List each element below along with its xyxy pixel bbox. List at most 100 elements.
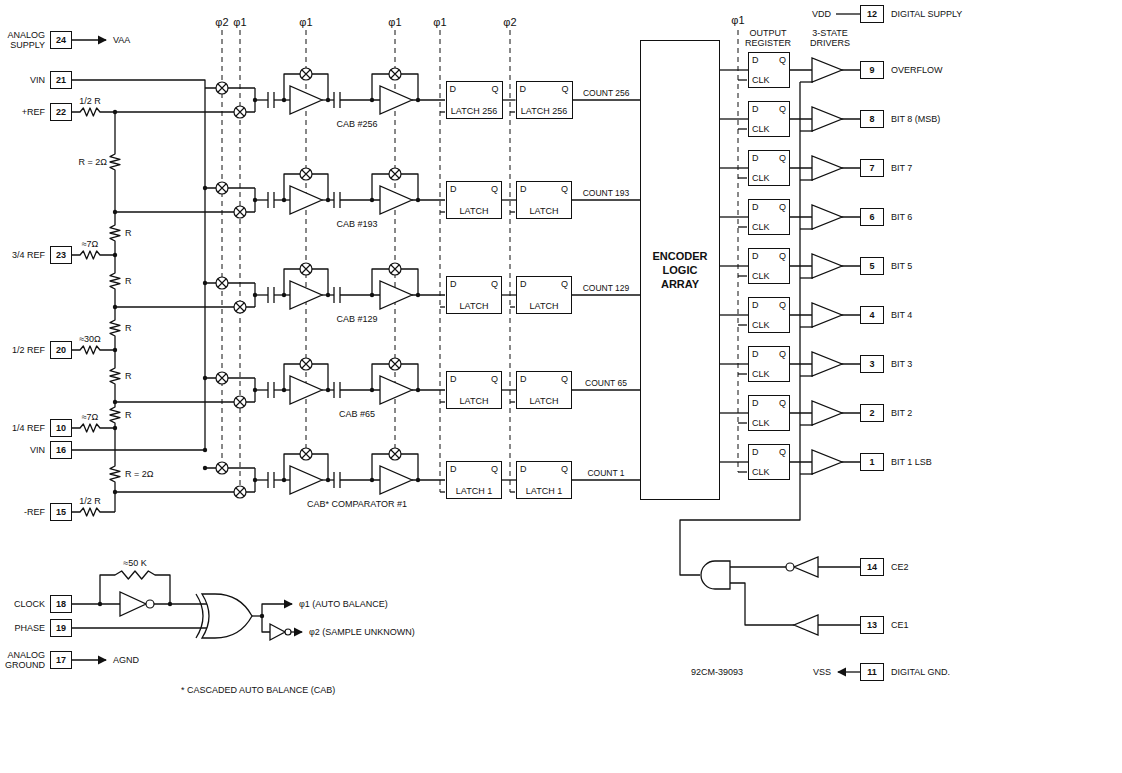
clock-stub <box>440 306 445 307</box>
register-label: Q <box>779 251 786 261</box>
latch-box: DQLATCH 1 <box>446 461 502 499</box>
signal-label: PHASE <box>13 623 46 633</box>
pin-number: 17 <box>56 655 66 665</box>
clock-stub <box>738 373 747 374</box>
clock-stub <box>510 211 515 212</box>
comparator-output <box>412 389 445 390</box>
enable-stub <box>800 228 813 229</box>
switch-symbol <box>234 396 246 408</box>
pin-box: 8 <box>860 110 884 128</box>
register-label: CLK <box>752 369 770 379</box>
signal-label: BIT 5 <box>890 261 913 271</box>
pin-box: 7 <box>860 159 884 177</box>
switch-symbol <box>216 82 228 94</box>
amplifier-triangle <box>290 186 322 214</box>
signal-wire <box>720 216 748 217</box>
signal-label: -REF <box>23 507 46 517</box>
switch-symbol <box>300 263 312 275</box>
register-box: DQCLK <box>748 395 790 431</box>
pin-box: 16 <box>50 441 72 459</box>
signal-label: DIGITAL GND. <box>890 667 951 677</box>
buffer-triangle <box>794 615 818 635</box>
signal-label: BIT 3 <box>890 359 913 369</box>
pin-number: 22 <box>56 107 66 117</box>
signal-wire <box>502 294 516 295</box>
signal-wire <box>573 99 641 100</box>
register-label: CLK <box>752 124 770 134</box>
clock-stub <box>738 471 747 472</box>
ladder-wire <box>114 492 115 512</box>
junction-dot <box>253 478 257 482</box>
junction-dot <box>326 98 330 102</box>
signal-label: CAB #193 <box>335 219 378 229</box>
pin-box: 20 <box>50 341 72 359</box>
signal-label: VIN <box>29 75 46 85</box>
supply-wire <box>836 13 860 14</box>
signal-label: CAB #256 <box>335 119 378 129</box>
latch-box: DQLATCH <box>446 276 502 314</box>
amplifier-triangle <box>290 466 322 494</box>
switch-symbol <box>234 486 246 498</box>
ref-resistor <box>72 251 115 259</box>
register-label: Q <box>779 55 786 65</box>
register-box: DQCLK <box>748 150 790 186</box>
wire <box>72 603 120 604</box>
signal-label: VAA <box>112 35 131 45</box>
latch-label: D <box>520 279 527 289</box>
latch-label: LATCH <box>460 396 489 406</box>
signal-wire <box>572 389 640 390</box>
clock-stub <box>440 211 445 212</box>
capacitor-plate <box>333 287 334 303</box>
latch-label: LATCH <box>460 206 489 216</box>
ladder-resistor <box>110 350 120 402</box>
count-label: COUNT 65 <box>584 378 628 388</box>
clock-stub <box>510 306 515 307</box>
junction-dot <box>282 198 286 202</box>
wire <box>818 624 860 625</box>
phase-line <box>738 30 739 472</box>
junction-dot <box>370 98 374 102</box>
signal-wire <box>503 99 516 100</box>
register-label: CLK <box>752 222 770 232</box>
vin-bus <box>72 449 205 450</box>
signal-label: φ2 <box>502 16 517 29</box>
signal-label: BIT 1 LSB <box>890 457 933 467</box>
ground-arrow <box>72 659 106 660</box>
signal-label: ≈50 K <box>122 558 147 568</box>
enable-stub <box>800 473 813 474</box>
phase-output <box>262 604 292 616</box>
signal-wire <box>720 118 748 119</box>
signal-label: R = 2Ω <box>124 469 155 479</box>
switch-symbol <box>389 68 401 80</box>
pin-number: 20 <box>56 345 66 355</box>
junction-dot <box>203 448 207 452</box>
pin-number: 24 <box>56 35 66 45</box>
register-box: DQCLK <box>748 248 790 284</box>
enable-stub <box>800 424 813 425</box>
phase-line <box>222 30 223 462</box>
register-label: D <box>752 55 759 65</box>
wire <box>818 566 860 567</box>
latch-box: DQLATCH 256 <box>446 81 503 119</box>
signal-label: φ2 (SAMPLE UNKNOWN) <box>308 627 416 637</box>
clock-stub <box>738 177 747 178</box>
ladder-resistor <box>110 307 120 350</box>
latch-label: LATCH 256 <box>521 106 567 116</box>
amplifier-triangle <box>290 376 322 404</box>
half-r-resistor <box>72 108 115 116</box>
register-box: DQCLK <box>748 101 790 137</box>
junction-dot <box>113 400 117 404</box>
latch-label: D <box>450 184 457 194</box>
signal-label: φ1 <box>298 16 313 29</box>
junction-dot <box>370 293 374 297</box>
pin-box: 12 <box>860 5 884 23</box>
pin-number: 23 <box>56 250 66 260</box>
junction-dot <box>203 466 207 470</box>
encoder-label: ENCODER LOGIC ARRAY <box>644 249 716 291</box>
latch-label: Q <box>491 184 498 194</box>
amplifier-triangle <box>380 86 412 114</box>
inversion-bubble <box>786 563 794 571</box>
latch-label: Q <box>491 279 498 289</box>
latch-label: LATCH 1 <box>456 486 492 496</box>
supply-arrow <box>72 39 106 40</box>
